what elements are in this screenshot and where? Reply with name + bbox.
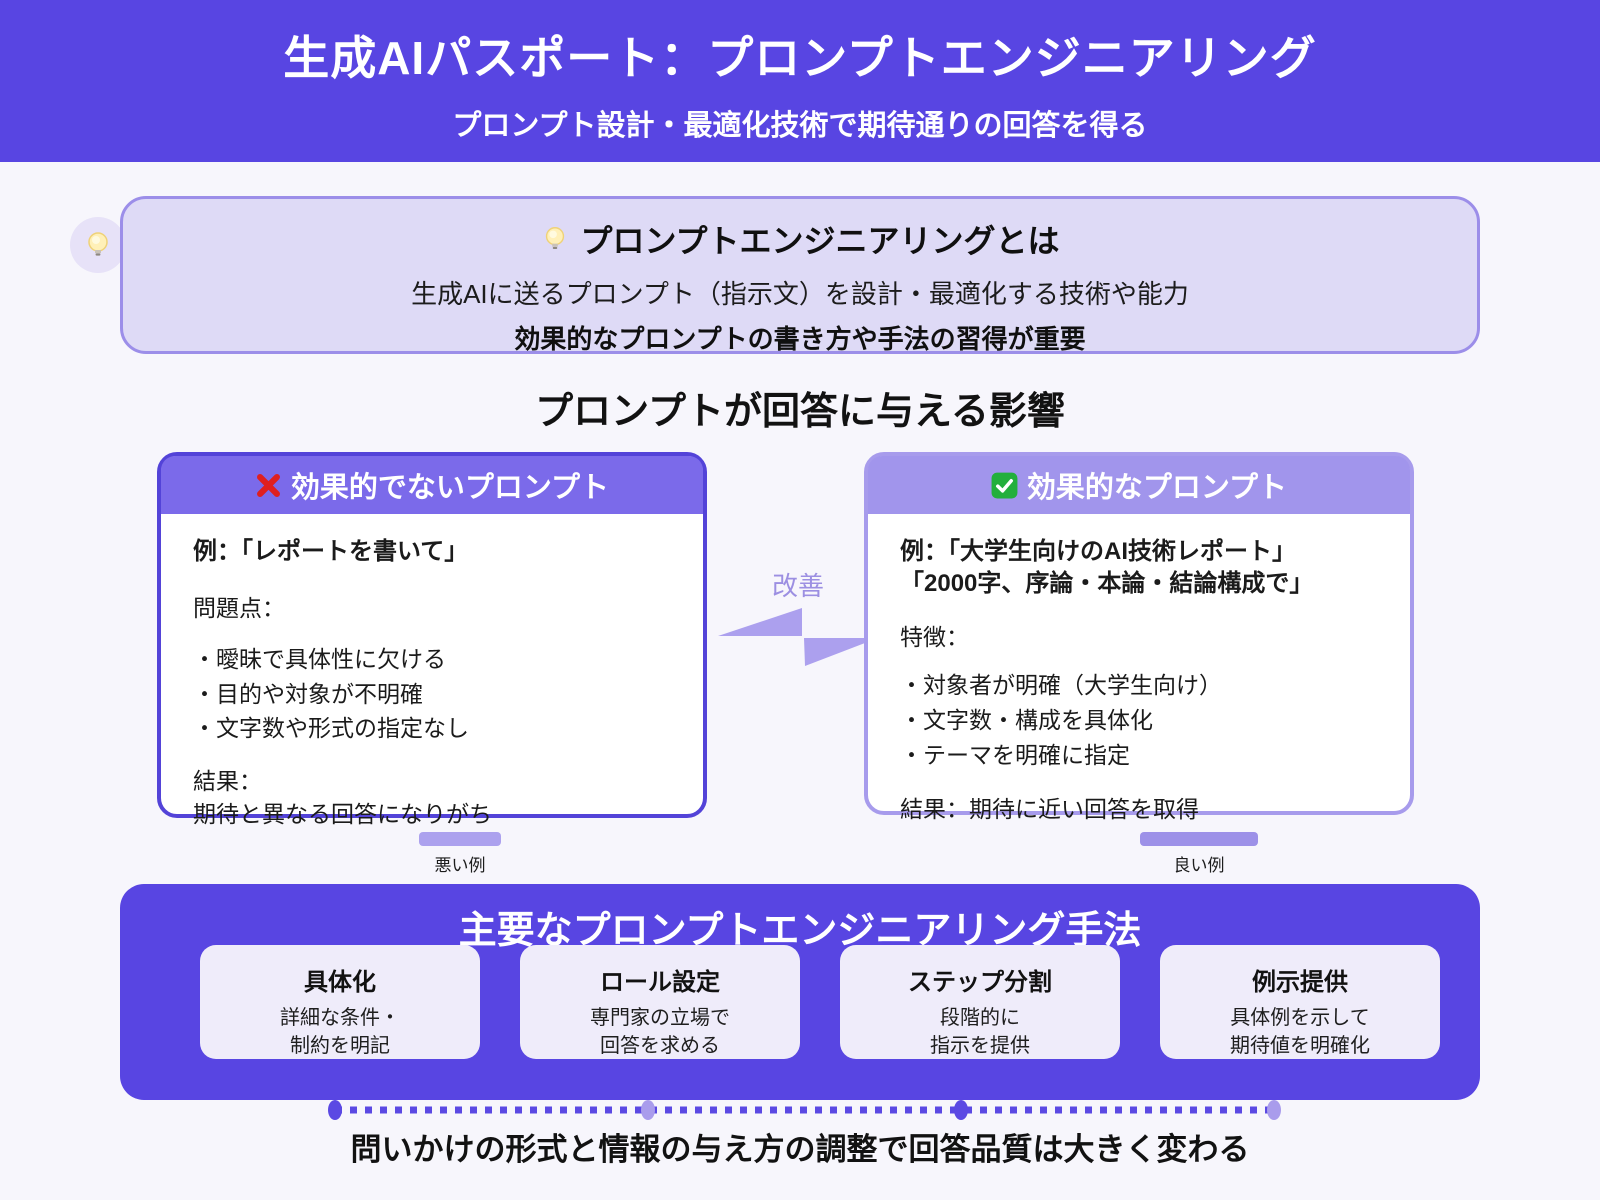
lightbulb-icon [88, 232, 108, 256]
good-example-bar [1140, 832, 1258, 846]
good-example-tag: 良い例 [1173, 856, 1225, 875]
intro-emphasis: 効果的なプロンプトの書き方や手法の習得が重要 [514, 324, 1086, 354]
improvement-arrow-label: 改善 [771, 571, 824, 601]
method-card-concretize: 具体化 詳細な条件・ 制約を明記 [200, 945, 480, 1059]
good-example-text-line1: 例：「大学生向けのAI技術レポート」 [900, 538, 1296, 565]
good-prompt-body: 例：「大学生向けのAI技術レポート」 「2000字、序論・本論・結論構成で」 特… [868, 514, 1410, 826]
methods-panel: 主要なプロンプトエンジニアリング手法 具体化 詳細な条件・ 制約を明記 ロール設… [120, 884, 1480, 1100]
bad-prompt-card: 効果的でないプロンプト 例：「レポートを書いて」 問題点： ・曖昧で具体性に欠け… [157, 452, 707, 827]
cross-mark-icon [256, 473, 280, 497]
method-desc: 回答を求める [600, 1035, 720, 1058]
bad-prompt-body: 例：「レポートを書いて」 問題点： ・曖昧で具体性に欠ける ・目的や対象が不明確… [161, 514, 703, 830]
feature-item: ・テーマを明確に指定 [900, 741, 1130, 768]
method-desc: 期待値を明確化 [1230, 1035, 1370, 1058]
method-name: 例示提供 [1252, 969, 1348, 996]
method-card-examples: 例示提供 具体例を示して 期待値を明確化 [1160, 945, 1440, 1059]
features-label: 特徴： [900, 623, 969, 650]
good-prompt-card: 効果的なプロンプト 例：「大学生向けのAI技術レポート」 「2000字、序論・本… [864, 452, 1414, 822]
page-subtitle: プロンプト設計・最適化技術で期待通りの回答を得る [452, 110, 1148, 142]
good-prompt-header: 効果的なプロンプト [868, 456, 1410, 514]
lightbulb-badge [70, 217, 126, 273]
result-label: 結果： [193, 768, 262, 795]
method-desc: 詳細な条件・ [280, 1007, 400, 1029]
problem-item: ・文字数や形式の指定なし [193, 715, 469, 742]
method-desc: 指示を提供 [930, 1035, 1030, 1058]
bad-example-text: 例：「レポートを書いて」 [193, 538, 469, 565]
improvement-arrow-icon [718, 608, 878, 666]
intro-description: 生成AIに送るプロンプト（指示文）を設計・最適化する技術や能力 [411, 279, 1189, 309]
method-name: ロール設定 [600, 969, 720, 996]
intro-title: プロンプトエンジニアリングとは [580, 223, 1060, 259]
bad-prompt-title: 効果的でないプロンプト [290, 472, 610, 504]
problem-item: ・目的や対象が不明確 [193, 680, 423, 707]
bad-example-tag: 悪い例 [434, 856, 486, 875]
method-card-steps: ステップ分割 段階的に 指示を提供 [840, 945, 1120, 1059]
problems-label: 問題点： [193, 595, 285, 622]
method-name: ステップ分割 [908, 969, 1052, 996]
method-desc: 専門家の立場で [590, 1007, 730, 1029]
method-card-role: ロール設定 専門家の立場で 回答を求める [520, 945, 800, 1059]
method-desc: 具体例を示して [1230, 1007, 1370, 1029]
header-banner: 生成AIパスポート：プロンプトエンジニアリング プロンプト設計・最適化技術で期待… [0, 0, 1600, 162]
page-title: 生成AIパスポート：プロンプトエンジニアリング [283, 32, 1317, 84]
method-desc: 制約を明記 [290, 1035, 390, 1058]
bad-prompt-header: 効果的でないプロンプト [161, 456, 703, 514]
lightbulb-icon [546, 227, 565, 249]
intro-title-row: プロンプトエンジニアリングとは [123, 216, 1477, 262]
feature-item: ・対象者が明確（大学生向け） [900, 672, 1222, 699]
bad-example-bar [419, 832, 501, 846]
bad-result-text: 期待と異なる回答になりがち [193, 800, 492, 827]
method-name: 具体化 [304, 969, 376, 996]
dotted-separator [328, 1100, 1281, 1120]
intro-box: プロンプトエンジニアリングとは 生成AIに送るプロンプト（指示文）を設計・最適化… [120, 196, 1480, 354]
good-prompt-title: 効果的なプロンプト [1026, 472, 1288, 504]
feature-item: ・文字数・構成を具体化 [900, 707, 1153, 734]
method-desc: 段階的に [940, 1007, 1020, 1029]
check-mark-icon [991, 472, 1018, 498]
section-title: プロンプトが回答に与える影響 [535, 391, 1065, 433]
footer-message: 問いかけの形式と情報の与え方の調整で回答品質は大きく変わる [350, 1132, 1250, 1167]
problem-item: ・曖昧で具体性に欠ける [193, 646, 446, 673]
good-result-text: 結果：期待に近い回答を取得 [900, 796, 1199, 823]
good-example-text-line2: 「2000字、序論・本論・結論構成で」 [900, 570, 1314, 598]
